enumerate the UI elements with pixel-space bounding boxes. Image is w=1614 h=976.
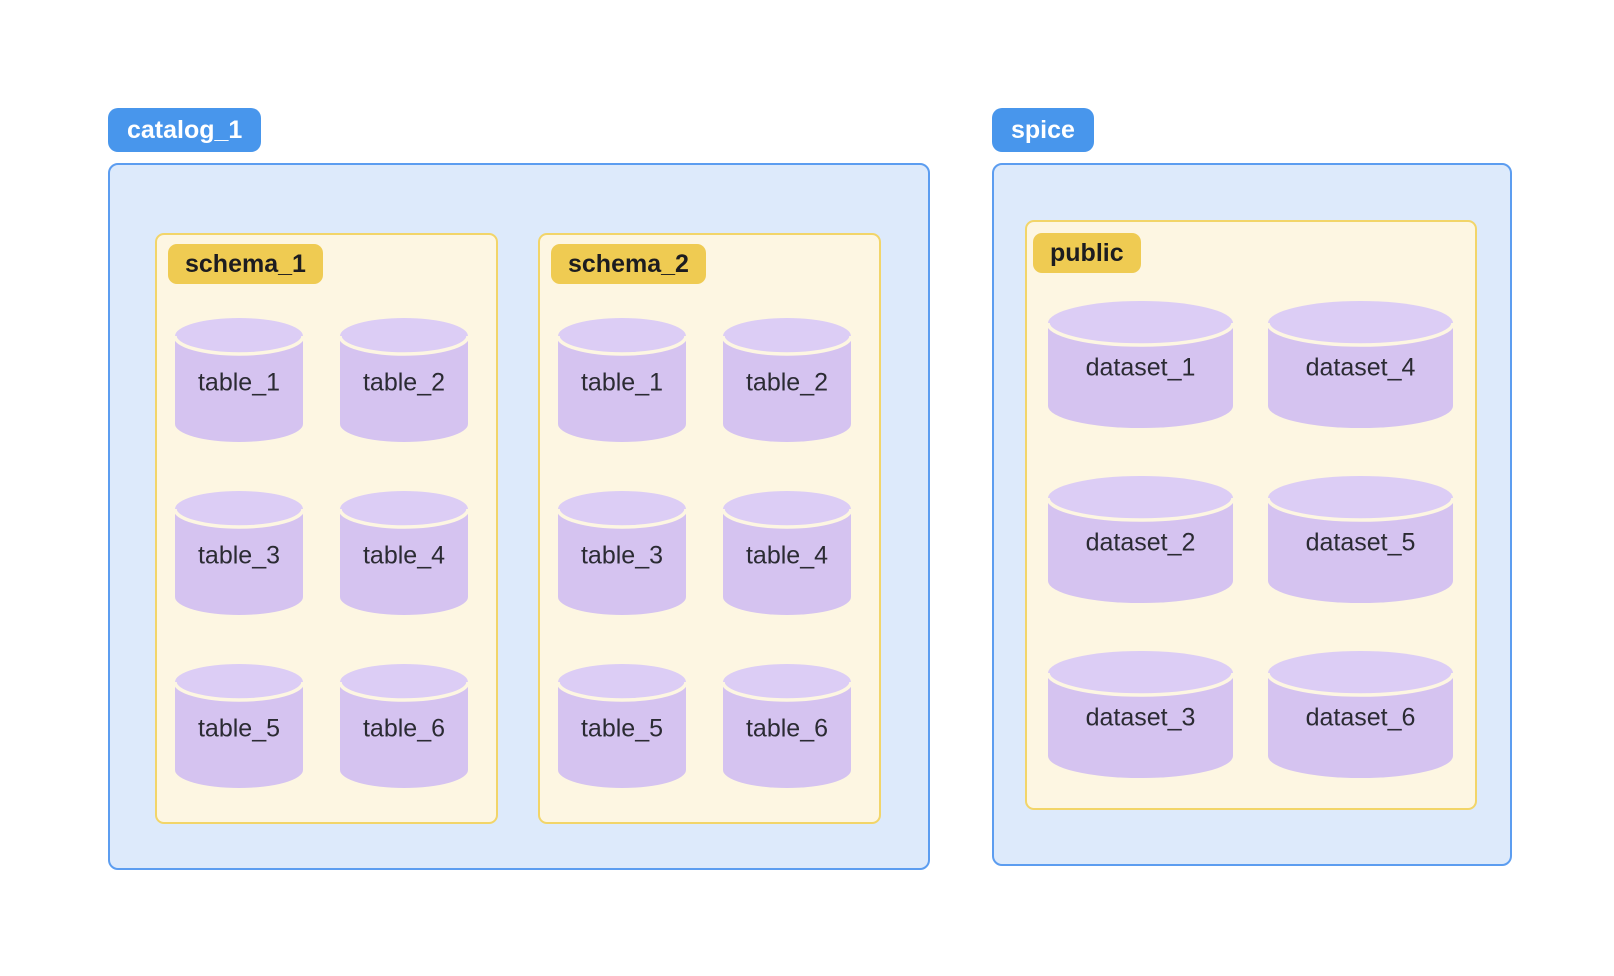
database-cylinder-icon [556, 491, 688, 615]
database-cylinder: dataset_2 [1046, 476, 1235, 603]
database-cylinder: dataset_4 [1266, 301, 1455, 428]
schema-box: public dataset_1 dataset_2 dataset_3 dat… [1025, 220, 1477, 810]
cylinder-label: dataset_6 [1305, 703, 1416, 731]
cylinder-label: table_4 [745, 541, 829, 570]
catalog-badge-label: catalog_1 [127, 115, 243, 144]
cylinder-label: table_3 [197, 541, 281, 570]
database-cylinder-icon [1046, 651, 1235, 778]
database-cylinder: table_3 [173, 491, 305, 615]
database-cylinder-icon [338, 491, 470, 615]
schema-badge-label: public [1050, 238, 1124, 267]
database-cylinder-icon [338, 318, 470, 442]
cylinder-label: dataset_5 [1305, 528, 1416, 556]
database-cylinder: table_1 [173, 318, 305, 442]
database-cylinder-icon [338, 664, 470, 788]
cylinder-label: table_4 [362, 541, 446, 570]
cylinder-label: table_2 [745, 368, 829, 397]
cylinder-label: table_6 [362, 714, 446, 743]
cylinder-label: table_2 [362, 368, 446, 397]
database-cylinder: dataset_5 [1266, 476, 1455, 603]
cylinder-grid: dataset_1 dataset_2 dataset_3 dataset_4 … [1046, 301, 1475, 778]
catalog-badge: catalog_1 [108, 108, 262, 152]
cylinder-label: dataset_1 [1085, 353, 1196, 381]
schema-row: public dataset_1 dataset_2 dataset_3 dat… [994, 165, 1510, 810]
database-cylinder: dataset_1 [1046, 301, 1235, 428]
cylinder-grid: table_1 table_2 table_3 table_4 table_5 … [173, 318, 496, 788]
database-cylinder: table_2 [338, 318, 470, 442]
database-cylinder-icon [173, 318, 305, 442]
catalog-box: schema_1 table_1 table_2 table_3 table_4… [108, 163, 930, 870]
database-cylinder: table_6 [721, 664, 853, 788]
schema-badge: schema_2 [551, 244, 706, 284]
catalog-container: spice public dataset_1 dataset_2 dataset… [992, 108, 1512, 866]
catalog-box: public dataset_1 dataset_2 dataset_3 dat… [992, 163, 1512, 866]
database-cylinder: table_4 [338, 491, 470, 615]
schema-badge-label: schema_2 [568, 249, 689, 278]
database-cylinder: table_4 [721, 491, 853, 615]
database-cylinder: table_2 [721, 318, 853, 442]
schema-row: schema_1 table_1 table_2 table_3 table_4… [110, 165, 928, 824]
catalog-container: catalog_1 schema_1 table_1 table_2 table… [108, 108, 930, 870]
cylinder-label: table_6 [745, 714, 829, 743]
database-cylinder: table_1 [556, 318, 688, 442]
cylinder-label: table_1 [580, 368, 664, 397]
database-cylinder: dataset_3 [1046, 651, 1235, 778]
database-cylinder-icon [721, 491, 853, 615]
schema-badge: public [1033, 233, 1141, 273]
database-cylinder-icon [1266, 651, 1455, 778]
cylinder-label: dataset_2 [1085, 528, 1196, 556]
database-cylinder: table_5 [173, 664, 305, 788]
database-cylinder-icon [556, 318, 688, 442]
database-cylinder-icon [721, 664, 853, 788]
cylinder-grid: table_1 table_2 table_3 table_4 table_5 … [556, 318, 879, 788]
schema-box: schema_2 table_1 table_2 table_3 table_4… [538, 233, 881, 824]
database-cylinder: table_3 [556, 491, 688, 615]
database-cylinder-icon [1266, 301, 1455, 428]
catalog-badge: spice [992, 108, 1094, 152]
database-cylinder: dataset_6 [1266, 651, 1455, 778]
cylinder-label: dataset_4 [1305, 353, 1416, 381]
cylinder-label: table_1 [197, 368, 281, 397]
schema-badge-label: schema_1 [185, 249, 306, 278]
schema-badge: schema_1 [168, 244, 323, 284]
cylinder-label: dataset_3 [1085, 703, 1196, 731]
database-cylinder: table_5 [556, 664, 688, 788]
cylinder-label: table_5 [197, 714, 281, 743]
database-cylinder-icon [1046, 301, 1235, 428]
cylinder-label: table_5 [580, 714, 664, 743]
database-cylinder-icon [721, 318, 853, 442]
database-cylinder-icon [1046, 476, 1235, 603]
catalog-badge-label: spice [1011, 115, 1075, 144]
schema-box: schema_1 table_1 table_2 table_3 table_4… [155, 233, 498, 824]
database-cylinder-icon [173, 664, 305, 788]
cylinder-label: table_3 [580, 541, 664, 570]
database-cylinder-icon [556, 664, 688, 788]
database-cylinder-icon [1266, 476, 1455, 603]
database-cylinder-icon [173, 491, 305, 615]
database-cylinder: table_6 [338, 664, 470, 788]
